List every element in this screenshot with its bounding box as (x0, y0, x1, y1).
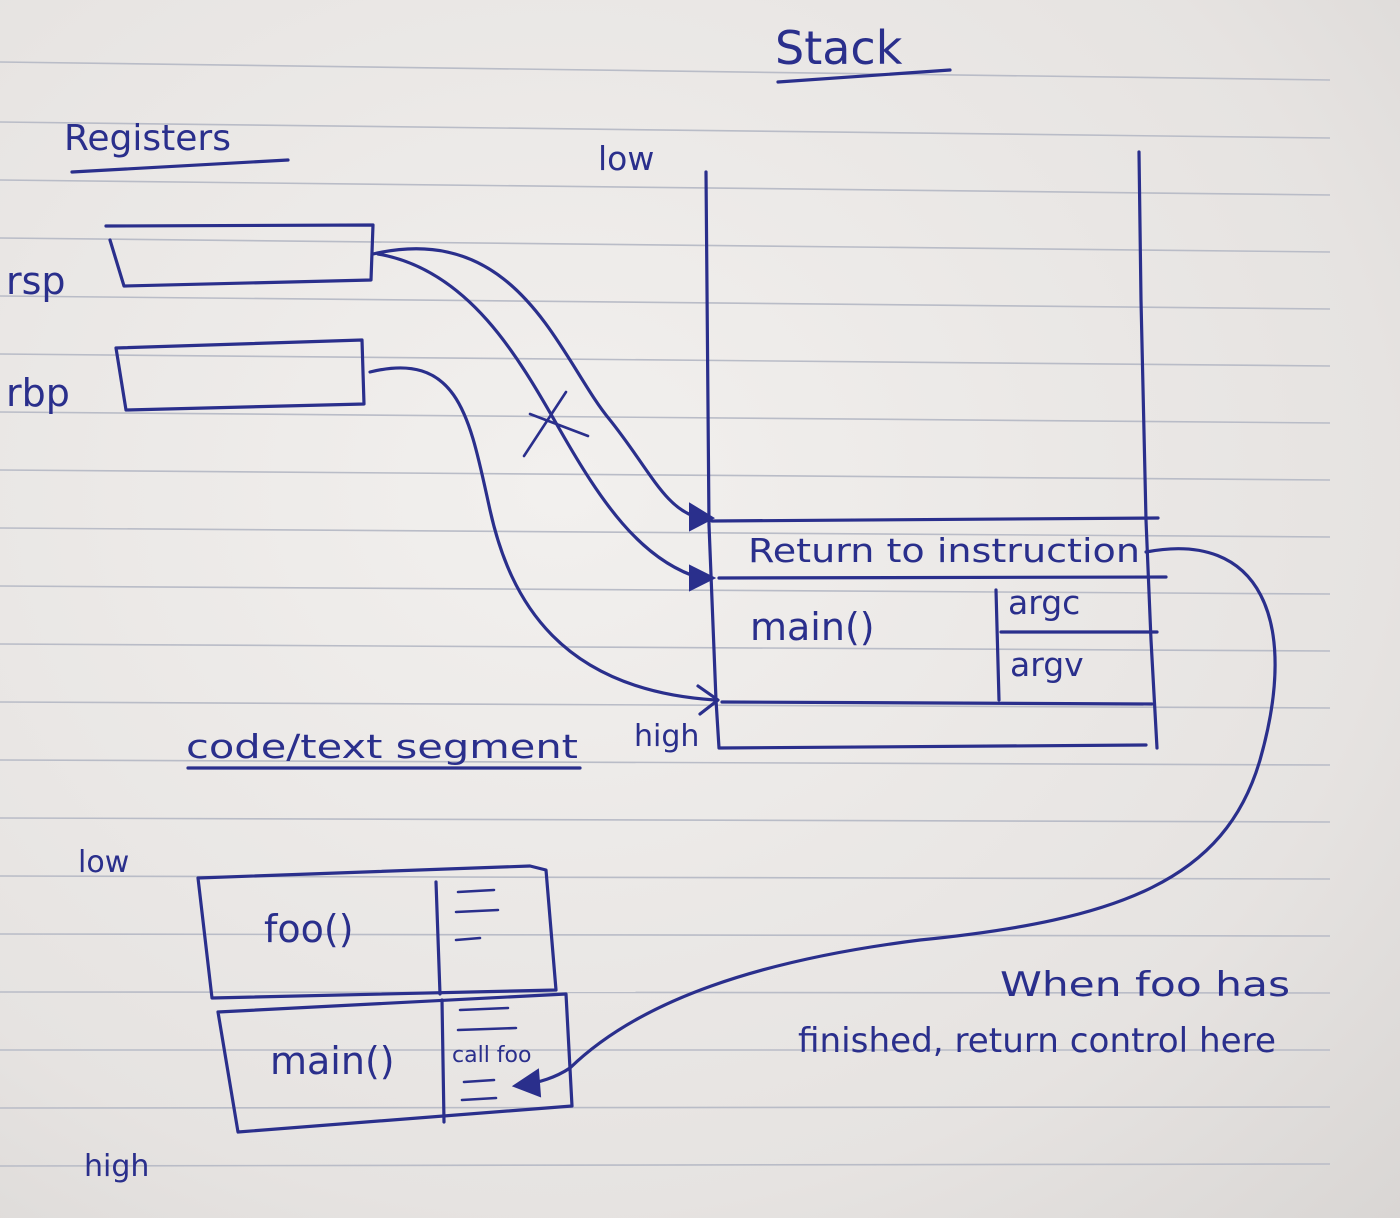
rsp-arrow-new (371, 247, 702, 520)
rsp-label: rsp (6, 259, 66, 303)
rbp-label: rbp (6, 371, 70, 415)
ruled-lines (0, 61, 1331, 1167)
code-segment-high-label: high (84, 1149, 149, 1184)
return-control-arrowhead (511, 1068, 542, 1098)
return-control-arrow (518, 547, 1277, 1088)
registers-title-underline (70, 158, 290, 174)
argc-label: argc (1008, 583, 1080, 622)
argv-label: argv (1010, 645, 1084, 684)
rbp-register-box (114, 338, 366, 412)
code-main-label: main() (270, 1039, 395, 1083)
old-pointer-cross-mark (522, 390, 590, 458)
stack-title: Stack (775, 21, 903, 75)
rsp-arrowhead-top (689, 502, 716, 532)
stack-title-underline (776, 68, 952, 84)
stack-divider-return (717, 575, 1168, 580)
stack-low-label: low (598, 139, 654, 178)
stack-main-frame-label: main() (750, 605, 875, 649)
code-segment-low-label: low (78, 845, 129, 880)
rbp-arrowhead (696, 684, 720, 716)
code-segment-table (196, 864, 574, 1134)
return-slot-label: Return to instruction (748, 531, 1140, 570)
main-code-lines-top (456, 1006, 518, 1032)
registers-title: Registers (64, 118, 231, 159)
rbp-arrow (368, 366, 717, 702)
code-foo-label: foo() (264, 907, 354, 951)
main-code-lines-bottom (460, 1078, 498, 1102)
call-foo-label: call foo (452, 1043, 531, 1068)
stack-column (704, 150, 1168, 750)
annotation-line-2: finished, return control here (798, 1021, 1276, 1061)
rsp-register-box (104, 223, 375, 288)
stack-divider-top (710, 516, 1160, 523)
foo-code-lines (454, 888, 500, 942)
stack-divider-main-bottom (720, 700, 1154, 706)
rsp-arrowhead-bottom (689, 564, 717, 592)
rsp-arrow-old (376, 252, 702, 580)
argc-argv-column-line (994, 588, 1001, 702)
annotation-line-1: When foo has (1000, 965, 1290, 1005)
code-segment-title: code/text segment (186, 727, 578, 766)
stack-high-label: high (634, 719, 699, 754)
